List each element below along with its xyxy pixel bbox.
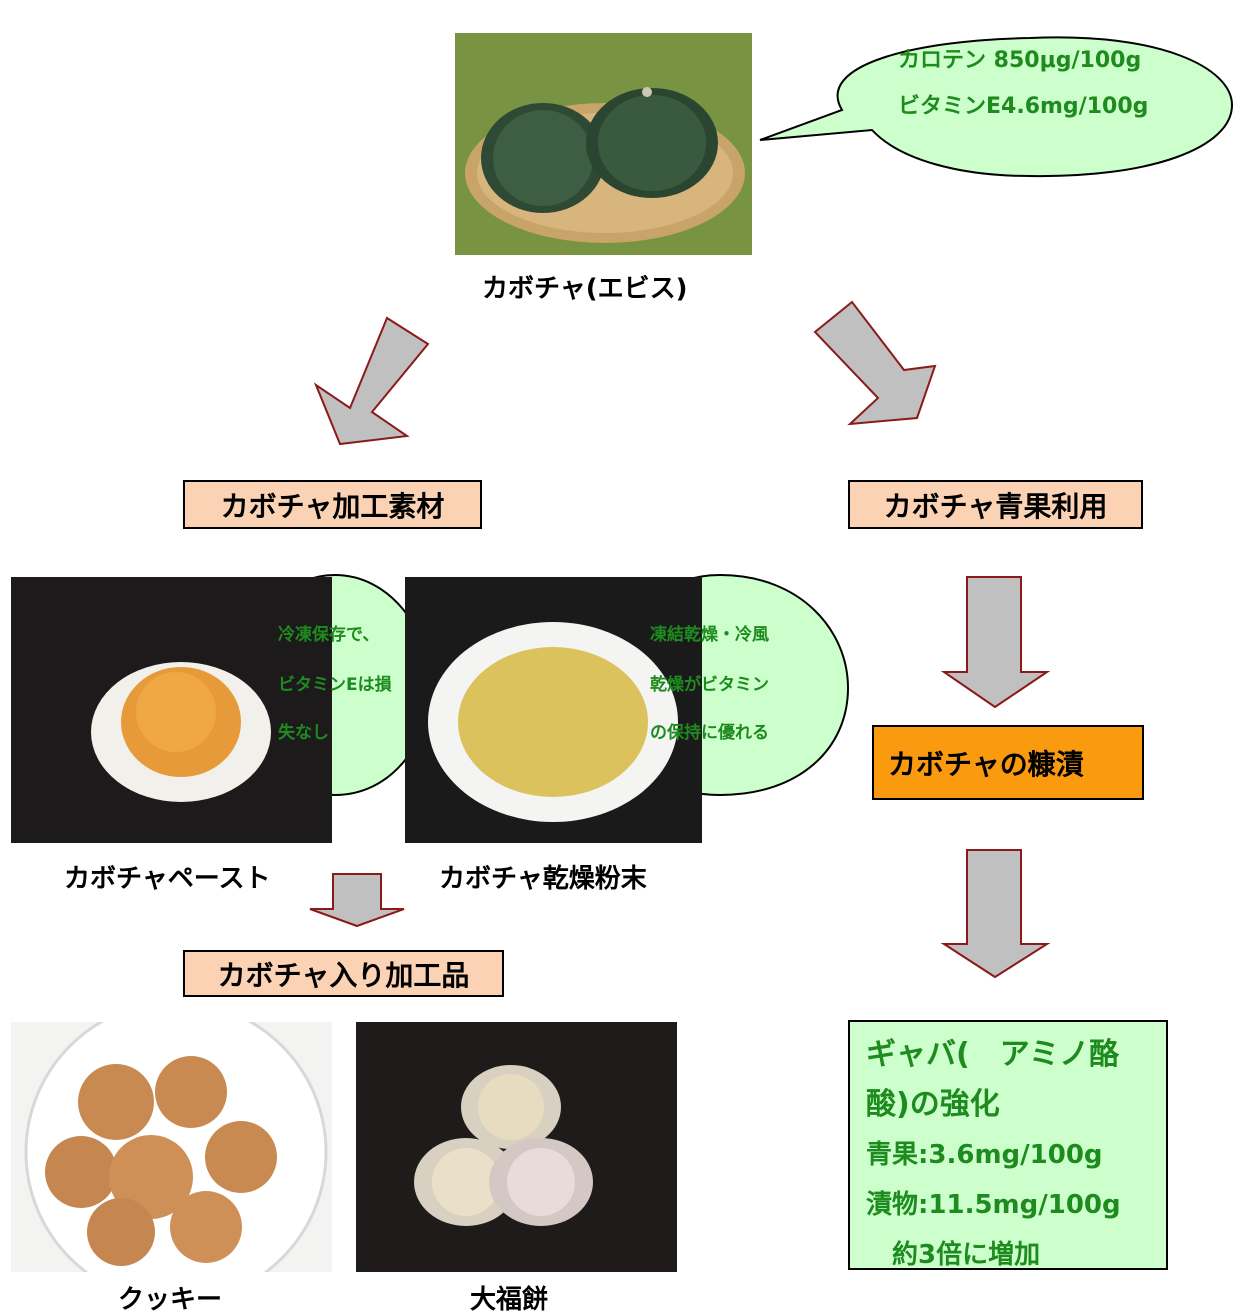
- arrow-down-small-icon: [309, 873, 405, 928]
- gaba-line-3: 青果:3.6mg/100g: [866, 1140, 1103, 1170]
- paste-bubble-line-2: ビタミンEは損: [278, 675, 392, 695]
- processed-materials-label: カボチャ加工素材: [183, 480, 482, 529]
- pumpkin-caption: カボチャ(エビス): [482, 274, 688, 304]
- paste-bubble-line-1: 冷凍保存で、: [278, 625, 380, 645]
- arrow-down-left-icon: [313, 316, 430, 446]
- top-bubble-line-2: ビタミンE4.6mg/100g: [898, 94, 1149, 119]
- powder-bubble-line-1: 凍結乾燥・冷風: [650, 625, 769, 645]
- fresh-use-label: カボチャ青果利用: [848, 480, 1143, 529]
- paste-photo: [11, 577, 332, 843]
- pumpkin-photo: [455, 33, 752, 255]
- gaba-line-5: 約3倍に増加: [866, 1240, 1041, 1270]
- paste-caption: カボチャペースト: [64, 864, 271, 894]
- arrow-down-icon: [940, 849, 1051, 979]
- top-bubble-line-1: カロテン 850μg/100g: [898, 48, 1142, 73]
- processed-products-label: カボチャ入り加工品: [183, 950, 504, 997]
- paste-bubble-line-3: 失なし: [278, 723, 329, 743]
- gaba-line-4: 漬物:11.5mg/100g: [866, 1190, 1121, 1220]
- powder-photo: [405, 577, 702, 843]
- gaba-line-1: ギャバ( アミノ酪: [866, 1037, 1120, 1072]
- daifuku-photo: [356, 1022, 677, 1272]
- cookie-caption: クッキー: [118, 1285, 223, 1315]
- cookie-photo: [11, 1022, 332, 1272]
- powder-bubble-line-2: 乾燥がビタミン: [650, 675, 769, 695]
- arrow-down-icon: [940, 576, 1051, 709]
- powder-bubble-line-3: の保持に優れる: [650, 723, 769, 743]
- gaba-line-2: 酸)の強化: [866, 1087, 1000, 1122]
- top-bubble-shape: [759, 36, 1234, 178]
- pickle-label: カボチャの糠漬: [872, 725, 1144, 800]
- arrow-down-right-icon: [813, 300, 937, 426]
- gaba-result-box: ギャバ( アミノ酪 酸)の強化 青果:3.6mg/100g 漬物:11.5mg/…: [848, 1020, 1168, 1270]
- powder-caption: カボチャ乾燥粉末: [439, 864, 647, 894]
- daifuku-caption: 大福餅: [470, 1285, 549, 1315]
